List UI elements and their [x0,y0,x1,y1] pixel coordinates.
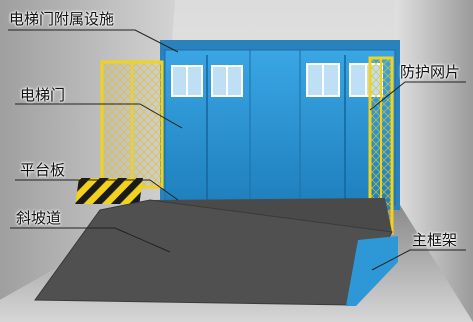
ramp [35,200,392,305]
main-frame [346,236,398,306]
label-protective-mesh: 防护网片 [400,63,461,81]
left-protective-mesh [75,60,164,204]
label-platform-board: 平台板 [20,161,66,179]
leader-lines [8,29,466,271]
label-elevator-door-attachments: 电梯门附属设施 [9,10,115,28]
hazard-stripes [75,178,143,204]
label-main-frame: 主框架 [412,231,458,249]
label-ramp: 斜坡道 [16,209,62,227]
label-elevator-door: 电梯门 [20,86,66,104]
